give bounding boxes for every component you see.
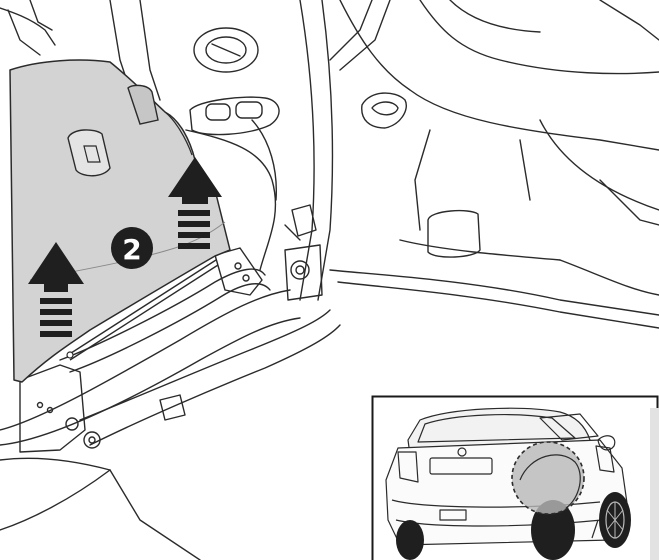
lift-arrow-right [168,157,222,249]
step-badge: 2 [111,227,153,269]
rear-wheels [396,492,631,560]
vehicle-rear-illustration [385,407,629,546]
highlight-circle [511,441,585,515]
step-number: 2 [122,233,141,266]
lift-arrow-left [28,242,84,337]
vehicle-inset [371,395,659,560]
